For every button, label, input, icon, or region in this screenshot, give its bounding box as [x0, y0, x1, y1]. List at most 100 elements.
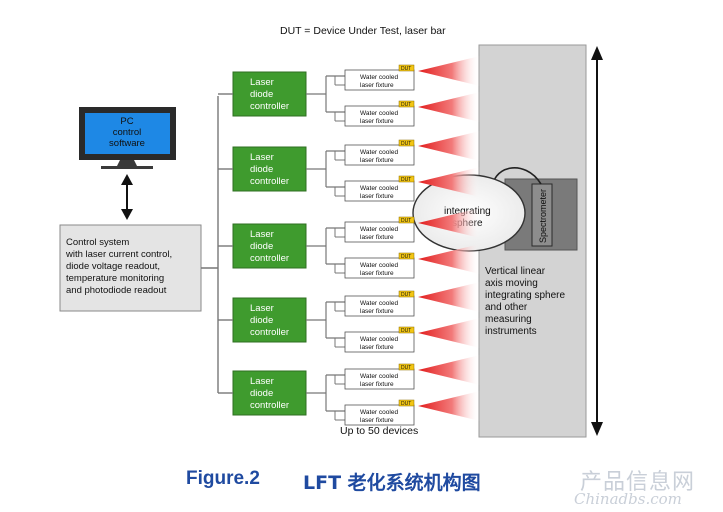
- dut-tag: [398, 290, 415, 298]
- dut-label: DUT: [401, 218, 411, 224]
- water-cooled-fixture: [344, 221, 415, 243]
- controller-line1: Laser: [250, 303, 274, 314]
- watermark-en: Chinadbs.com: [574, 490, 682, 508]
- fixture-line2: laser fixture: [360, 193, 394, 200]
- axis-text-line4: and other: [485, 302, 528, 313]
- fixture-line1: Water cooled: [360, 373, 398, 380]
- dut-label: DUT: [401, 401, 411, 407]
- laser-diode-controller: [232, 71, 307, 117]
- figure-number: Figure.2: [186, 468, 260, 489]
- controller-line3: controller: [250, 400, 289, 411]
- water-cooled-fixture: [344, 180, 415, 202]
- water-cooled-fixture: [344, 144, 415, 166]
- dut-tag: [398, 363, 415, 371]
- water-cooled-fixture: [344, 105, 415, 127]
- fixture-line1: Water cooled: [360, 149, 398, 156]
- water-cooled-fixture: [344, 404, 415, 426]
- laser-beam: [418, 56, 480, 86]
- fixture-line1: Water cooled: [360, 336, 398, 343]
- arrow-down-icon: [591, 422, 603, 436]
- pc-screen: [85, 113, 170, 154]
- laser-beam: [418, 167, 480, 197]
- fixture-line2: laser fixture: [360, 118, 394, 125]
- laser-beam: [418, 282, 480, 312]
- dut-label: DUT: [401, 328, 411, 334]
- dut-tag: [398, 100, 415, 108]
- fixture-line1: Water cooled: [360, 226, 398, 233]
- controller-line2: diode: [250, 315, 273, 326]
- fixture-line2: laser fixture: [360, 381, 394, 388]
- dut-tag: [398, 64, 415, 72]
- dut-tag: [398, 175, 415, 183]
- dut-label: DUT: [401, 365, 411, 371]
- dut-label: DUT: [401, 177, 411, 183]
- controller-line2: diode: [250, 241, 273, 252]
- controller-line2: diode: [250, 164, 273, 175]
- arrow-up-icon: [591, 46, 603, 60]
- water-cooled-fixture: [344, 368, 415, 390]
- dut-label: DUT: [401, 254, 411, 260]
- fixture-line1: Water cooled: [360, 185, 398, 192]
- laser-beam: [418, 391, 480, 421]
- controller-line1: Laser: [250, 77, 274, 88]
- dut-tag: [398, 252, 415, 260]
- axis-text-line2: axis moving: [485, 278, 538, 289]
- laser-diode-controller: [232, 223, 307, 269]
- dut-tag: [398, 139, 415, 147]
- pc-monitor-base: [101, 166, 153, 169]
- fixture-line1: Water cooled: [360, 409, 398, 416]
- fixture-line2: laser fixture: [360, 270, 394, 277]
- laser-diode-controller: [232, 146, 307, 192]
- pc-line1: PC: [120, 116, 133, 127]
- controller-line1: Laser: [250, 229, 274, 240]
- control-system-box: [59, 224, 202, 312]
- laser-beam: [418, 318, 480, 348]
- dut-legend-note: DUT = Device Under Test, laser bar: [280, 25, 446, 37]
- laser-diode-controller: [232, 370, 307, 416]
- laser-beam: [418, 355, 480, 385]
- controller-line1: Laser: [250, 152, 274, 163]
- laser-beam: [418, 131, 480, 161]
- arrow-down-icon: [121, 209, 133, 220]
- axis-text-line5: measuring: [485, 314, 532, 325]
- controller-line3: controller: [250, 176, 289, 187]
- water-cooled-fixture: [344, 257, 415, 279]
- control-line5: and photodiode readout: [66, 285, 167, 296]
- fixture-line2: laser fixture: [360, 82, 394, 89]
- watermark: 产品信息网 Chinadbs.com: [566, 464, 723, 510]
- laser-beam: [418, 244, 480, 274]
- water-cooled-fixture: [344, 295, 415, 317]
- control-line3: diode voltage readout,: [66, 261, 160, 272]
- controller-line3: controller: [250, 253, 289, 264]
- laser-diode-controller: [232, 297, 307, 343]
- control-line1: Control system: [66, 237, 129, 248]
- axis-text-line6: instruments: [485, 326, 537, 337]
- arrow-up-icon: [121, 174, 133, 185]
- spectrometer-box: [531, 183, 553, 247]
- watermark-zh: 产品信息网: [580, 470, 696, 495]
- pc-monitor-stand: [117, 160, 137, 166]
- axis-text-line1: Vertical linear: [485, 266, 546, 277]
- dut-label: DUT: [401, 141, 411, 147]
- pc-line3: software: [109, 138, 145, 149]
- controller-line3: controller: [250, 101, 289, 112]
- laser-beam: [418, 208, 480, 238]
- fixture-line1: Water cooled: [360, 262, 398, 269]
- laser-beam: [418, 92, 480, 122]
- water-cooled-fixture: [344, 331, 415, 353]
- controller-line1: Laser: [250, 376, 274, 387]
- dut-label: DUT: [401, 292, 411, 298]
- fixture-line2: laser fixture: [360, 344, 394, 351]
- fixture-line2: laser fixture: [360, 417, 394, 424]
- pc-line2: control: [113, 127, 142, 138]
- fixture-line1: Water cooled: [360, 110, 398, 117]
- dut-tag: [398, 326, 415, 334]
- figure-caption: Figure.2 LFT 老化系统机构图: [0, 462, 560, 502]
- fixture-line1: Water cooled: [360, 300, 398, 307]
- controller-line2: diode: [250, 89, 273, 100]
- dut-tag: [398, 399, 415, 407]
- controller-line3: controller: [250, 327, 289, 338]
- axis-text-line3: integrating sphere: [485, 290, 565, 301]
- fixture-line2: laser fixture: [360, 308, 394, 315]
- control-line2: with laser current control,: [65, 249, 172, 260]
